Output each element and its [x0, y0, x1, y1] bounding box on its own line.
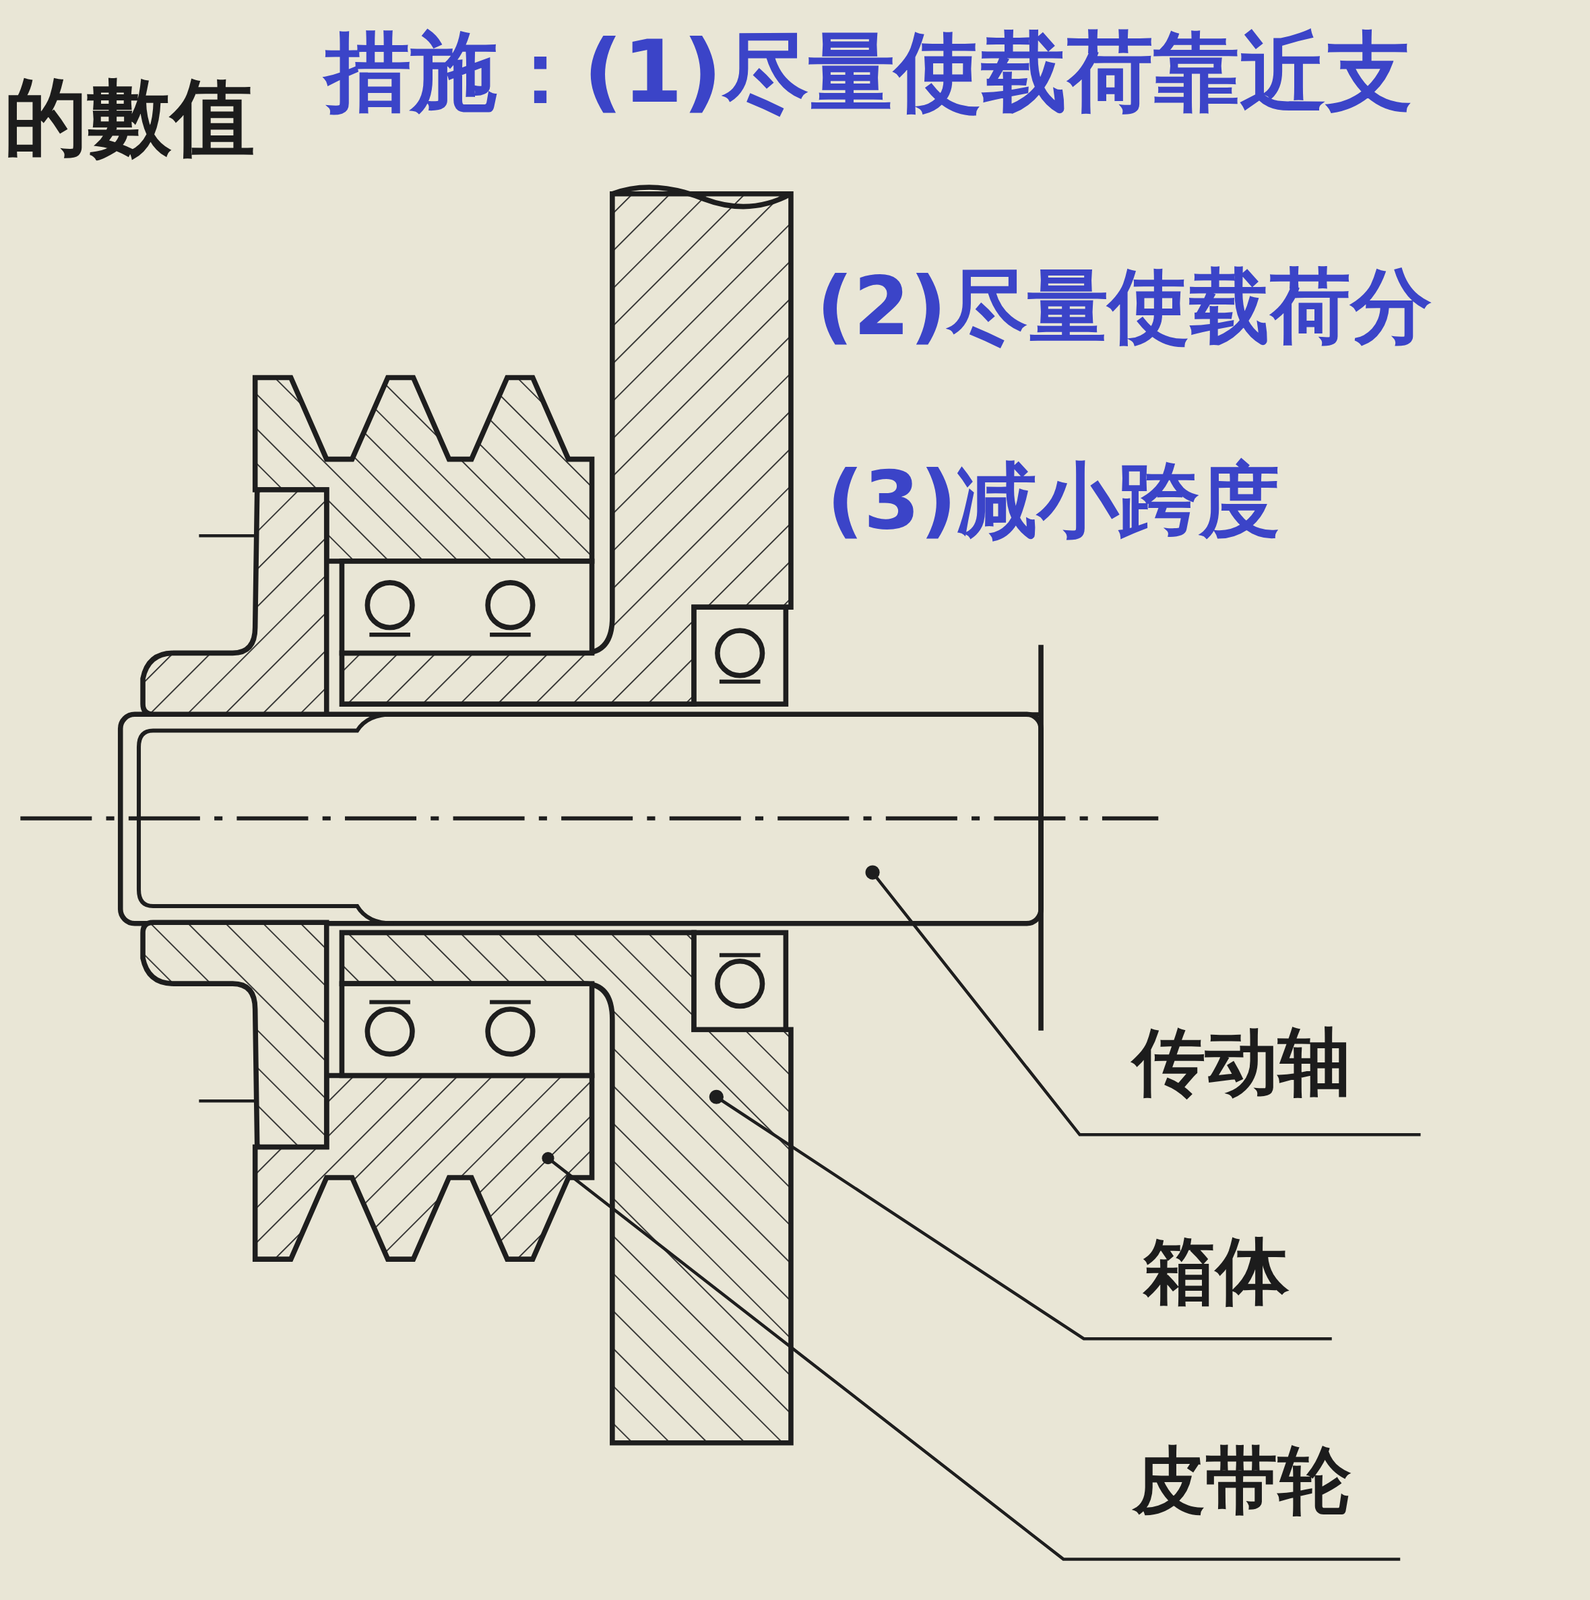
leader-dot [541, 1152, 554, 1165]
printed-text: 的數值 [4, 69, 255, 166]
part-name: 箱体 [1143, 1229, 1289, 1314]
leader-line [716, 1096, 1332, 1339]
leader-dot [865, 865, 880, 880]
center-line [20, 816, 1159, 821]
upper-half [142, 194, 791, 715]
handwritten-note: 措施：(1)尽量使载荷靠近支 [324, 22, 1413, 122]
shaft-break [1038, 644, 1044, 1031]
leader-line [547, 1158, 1401, 1560]
part-name: 皮带轮 [1132, 1439, 1351, 1523]
part-name: 传动轴 [1132, 1020, 1351, 1105]
leader-lines [547, 872, 1421, 1560]
leader-dots [541, 865, 880, 1165]
handwritten-note: (2)尽量使载荷分 [816, 260, 1432, 354]
break-line [612, 187, 791, 207]
lower-half [142, 922, 791, 1443]
leader-line [872, 872, 1421, 1135]
leader-dot [709, 1090, 724, 1105]
handwritten-note: (3)减小跨度 [826, 454, 1281, 548]
